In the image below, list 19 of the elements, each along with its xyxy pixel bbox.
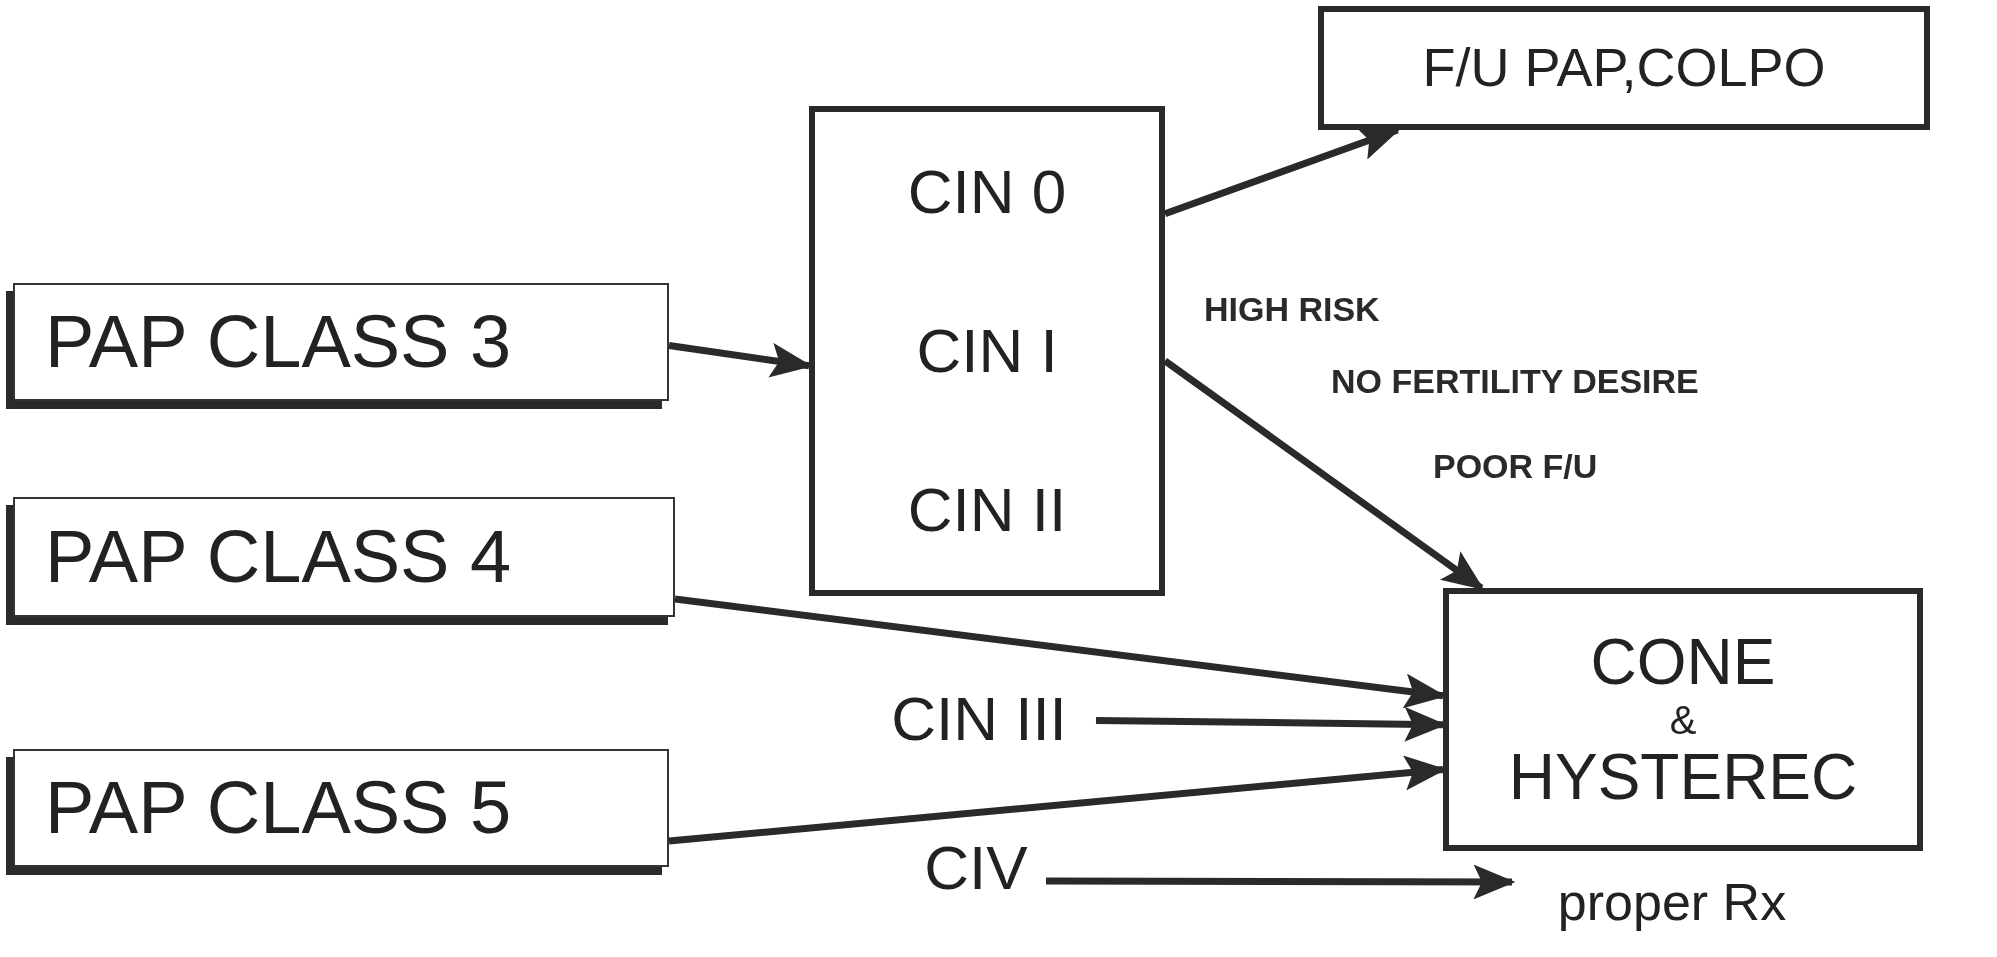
box-label: PAP CLASS 5 <box>45 767 512 849</box>
box-label: PAP CLASS 4 <box>45 516 512 598</box>
box-label: CONE <box>1590 627 1776 698</box>
node-text: CIV <box>924 833 1028 903</box>
box-label: CIN II <box>907 476 1067 545</box>
node-text: proper Rx <box>1557 874 1787 932</box>
box-label: F/U PAP,COLPO <box>1422 38 1826 98</box>
box-label: PAP CLASS 3 <box>45 301 512 383</box>
annotation-text: NO FERTILITY DESIRE <box>1331 362 1699 401</box>
box-label: CIN 0 <box>907 157 1067 226</box>
box-label: & <box>1669 697 1697 742</box>
box-label: HYSTEREC <box>1508 741 1858 812</box>
process-box <box>809 106 1165 596</box>
box-label: CIN I <box>916 316 1058 386</box>
process-box <box>1318 6 1930 130</box>
process-box <box>1443 588 1923 851</box>
annotation-text: HIGH RISK <box>1204 290 1380 329</box>
node-text: CIN III <box>891 684 1067 754</box>
annotation-text: POOR F/U <box>1433 447 1598 486</box>
